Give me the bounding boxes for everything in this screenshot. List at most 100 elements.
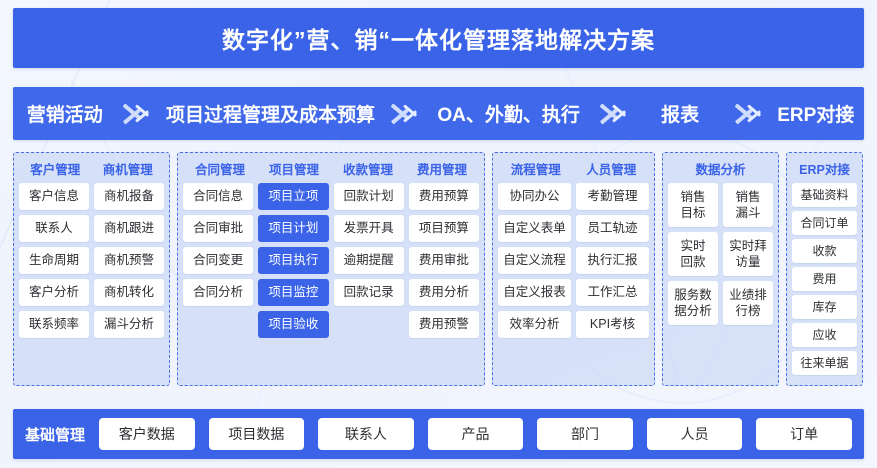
base-management-label: 基础管理 — [25, 426, 86, 444]
module-cell[interactable]: 商机预警 — [94, 247, 164, 274]
group-header-label: 合同管理 — [194, 163, 245, 177]
group-header-label: 商机管理 — [102, 163, 153, 177]
group-header-row: 流程管理 人员管理 — [498, 159, 649, 178]
group-header-label: 客户管理 — [30, 163, 81, 177]
page-title-bar: 数字化”营、销“一体化管理落地解决方案 — [13, 8, 864, 68]
module-cell[interactable]: 发票开具 — [333, 215, 404, 242]
base-item[interactable]: 人员 — [646, 418, 743, 450]
module-column: 项目立项项目计划项目执行项目监控项目验收 — [258, 183, 329, 379]
module-cell[interactable]: 费用分析 — [408, 279, 479, 306]
module-cell[interactable]: 费用预算 — [408, 183, 479, 210]
module-cell[interactable]: 费用 — [792, 267, 857, 291]
module-column: 费用预算项目预算费用审批费用分析费用预警 — [408, 183, 479, 379]
flow-step-1[interactable]: 营销活动 — [26, 105, 103, 126]
group-header-row: 合同管理项目管理收款管理费用管理 — [183, 159, 479, 178]
module-cell[interactable]: 项目立项 — [258, 183, 329, 210]
module-cell[interactable]: 协同办公 — [498, 183, 571, 210]
module-cell[interactable]: 费用审批 — [408, 247, 479, 274]
base-item[interactable]: 产品 — [427, 418, 524, 450]
module-cell[interactable]: 销售目标 — [668, 183, 718, 227]
module-cell[interactable]: 效率分析 — [498, 311, 571, 338]
module-cell[interactable]: 项目验收 — [258, 311, 329, 338]
chevron-right-icon — [384, 87, 424, 140]
module-cell[interactable]: 商机转化 — [94, 279, 164, 306]
module-cell-line: 行榜 — [735, 304, 761, 318]
group-columns: 基础资料合同订单收款费用库存应收往来单据 — [792, 183, 857, 379]
flow-step-5[interactable]: ERP对接 — [777, 105, 855, 126]
module-cell[interactable]: 销售漏斗 — [723, 183, 773, 227]
module-cell-line: 据分析 — [674, 304, 712, 318]
module-cell-line: 实时拜 — [729, 239, 767, 253]
module-cell[interactable]: 工作汇总 — [576, 279, 649, 306]
module-cell[interactable]: 客户分析 — [19, 279, 89, 306]
group-erp: ERP对接基础资料合同订单收款费用库存应收往来单据 — [786, 152, 863, 386]
page-title: 数字化”营、销“一体化管理落地解决方案 — [222, 27, 655, 53]
module-cell[interactable]: 费用预警 — [408, 311, 479, 338]
chevron-right-icon — [116, 87, 156, 140]
flow-step-4[interactable]: 报表 — [661, 105, 700, 126]
module-cell[interactable]: 项目预算 — [408, 215, 479, 242]
module-cell[interactable]: 员工轨迹 — [576, 215, 649, 242]
group-header-row: 数据分析 — [668, 159, 773, 178]
module-cell[interactable]: 合同分析 — [183, 279, 254, 306]
module-cell-line: 回款 — [680, 255, 706, 269]
module-cell[interactable]: 客户信息 — [19, 183, 89, 210]
base-item[interactable]: 联系人 — [318, 418, 414, 450]
module-cell[interactable]: 往来单据 — [792, 351, 857, 375]
module-cell[interactable]: 应收 — [792, 323, 857, 347]
module-cell[interactable]: 项目执行 — [258, 247, 329, 274]
module-cell-line: 销售 — [735, 190, 761, 204]
module-cell[interactable]: 商机报备 — [94, 183, 164, 210]
module-cell-line: 销售 — [680, 190, 706, 204]
module-cell[interactable]: 实时回款 — [668, 232, 718, 276]
module-column: 考勤管理员工轨迹执行汇报工作汇总 KPI考核 — [576, 183, 649, 379]
base-item[interactable]: 部门 — [537, 418, 633, 450]
module-cell[interactable]: 商机跟进 — [94, 215, 164, 242]
module-cell[interactable]: 实时拜访量 — [723, 232, 773, 276]
module-cell[interactable]: 项目监控 — [258, 279, 329, 306]
module-cell[interactable]: 合同变更 — [183, 247, 254, 274]
module-cell[interactable]: 执行汇报 — [576, 247, 649, 274]
module-column: 协同办公自定义表单自定义流程自定义报表效率分析 — [498, 183, 571, 379]
module-column: 合同信息合同审批合同变更合同分析 — [183, 183, 254, 379]
module-cell[interactable]: 业绩排行榜 — [723, 281, 773, 325]
group-header-label: 收款管理 — [342, 163, 393, 177]
module-cell[interactable]: 回款计划 — [333, 183, 404, 210]
module-cell[interactable]: 回款记录 — [333, 279, 404, 306]
module-cell[interactable]: 逾期提醒 — [333, 247, 404, 274]
group-data-analysis: 数据分析销售目标实时回款服务数据分析销售漏斗实时拜访量业绩排行榜 — [662, 152, 779, 386]
module-cell[interactable]: KPI考核 — [576, 311, 649, 338]
module-column: 销售漏斗实时拜访量业绩排行榜 — [723, 183, 773, 379]
module-cell[interactable]: 服务数据分析 — [668, 281, 718, 325]
base-item[interactable]: 订单 — [756, 418, 852, 450]
module-cell[interactable]: 自定义流程 — [498, 247, 571, 274]
group-header-label: 人员管理 — [586, 163, 637, 177]
module-cell[interactable]: 收款 — [792, 239, 857, 263]
module-cell-line: 业绩排 — [729, 288, 767, 302]
base-item[interactable]: 项目数据 — [208, 418, 305, 450]
module-cell[interactable]: 合同审批 — [183, 215, 254, 242]
process-flow-bar: 营销活动 项目过程管理及成本预算 OA、外勤、执行 报表 ERP对接 — [13, 87, 864, 140]
module-cell[interactable]: 自定义表单 — [498, 215, 571, 242]
group-customer-opportunity: 客户管理 商机管理客户信息联系人生命周期客户分析联系频率 商机报备商机跟进商机预警商… — [13, 152, 170, 386]
module-cell[interactable]: 生命周期 — [19, 247, 89, 274]
module-cell[interactable]: 考勤管理 — [576, 183, 649, 210]
module-cell[interactable]: 漏斗分析 — [94, 311, 164, 338]
module-cell[interactable]: 合同信息 — [183, 183, 254, 210]
chevron-right-icon — [593, 87, 633, 140]
base-item[interactable]: 客户数据 — [99, 418, 195, 450]
module-cell[interactable]: 联系频率 — [19, 311, 89, 338]
module-cell-line: 服务数 — [674, 288, 712, 302]
module-cell[interactable]: 库存 — [792, 295, 857, 319]
group-header-label: 流程管理 — [510, 163, 561, 177]
module-cell[interactable]: 自定义报表 — [498, 279, 571, 306]
module-cell[interactable]: 项目计划 — [258, 215, 329, 242]
flow-step-3[interactable]: OA、外勤、执行 — [437, 105, 580, 126]
flow-step-2[interactable]: 项目过程管理及成本预算 — [165, 105, 375, 126]
module-cell[interactable]: 基础资料 — [792, 183, 857, 207]
module-cell[interactable]: 合同订单 — [792, 211, 857, 235]
module-cell[interactable]: 联系人 — [19, 215, 89, 242]
group-process-personnel: 流程管理人员管理协同办公自定义表单自定义流程自定义报表效率分析考勤管理员工轨迹执… — [492, 152, 655, 386]
module-column: 回款计划发票开具逾期提醒回款记录 — [333, 183, 404, 379]
